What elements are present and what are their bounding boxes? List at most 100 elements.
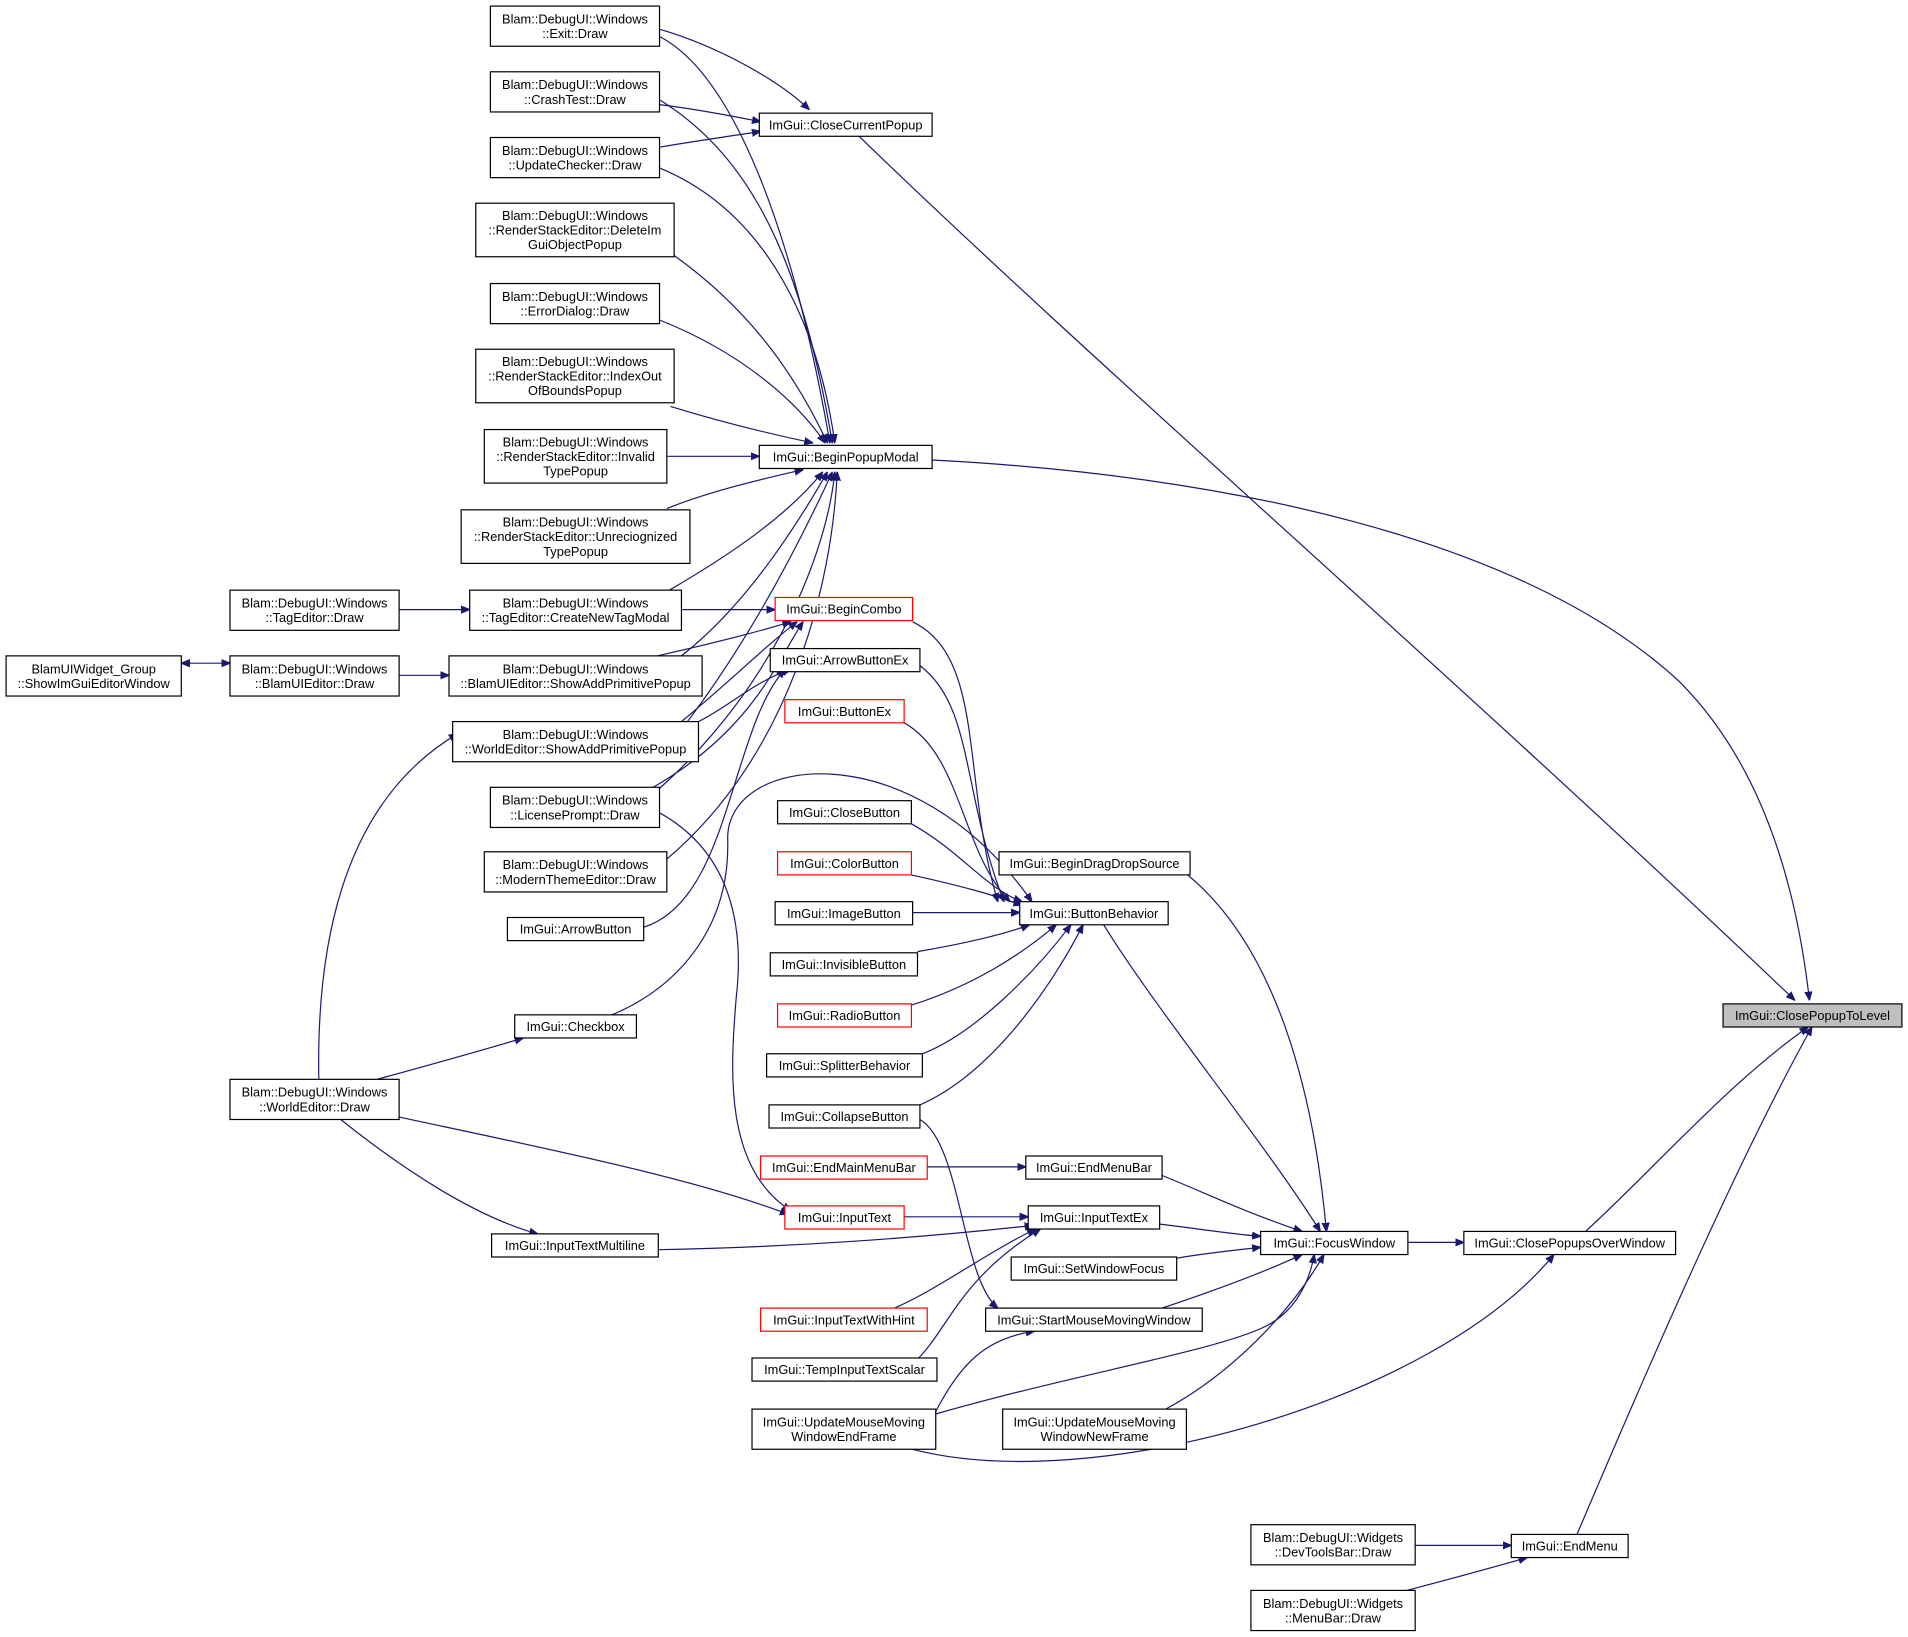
node-label-line: Blam::DebugUI::Windows [503,515,649,530]
node-label-line: ImGui::UpdateMouseMoving [763,1414,925,1429]
node-label-line: ImGui::FocusWindow [1273,1236,1395,1251]
node-beginmodal[interactable]: ImGui::BeginPopupModal [758,444,933,470]
node-label-line: ImGui::InputTextEx [1040,1210,1149,1225]
node-tagnew[interactable]: Blam::DebugUI::Windows::TagEditor::Creat… [469,589,683,631]
node-blamuiadd[interactable]: Blam::DebugUI::Windows::BlamUIEditor::Sh… [448,655,703,697]
node-box [489,71,661,113]
node-inputhint[interactable]: ImGui::InputTextWithHint [759,1307,928,1332]
node-label-line: ImGui::EndMenuBar [1036,1160,1153,1175]
node-arrowex[interactable]: ImGui::ArrowButtonEx [769,647,921,673]
node-crash[interactable]: Blam::DebugUI::Windows::CrashTest::Draw [489,71,661,113]
node-label-line: ::LicensePrompt::Draw [510,807,640,822]
node-label-line: ::ModernThemeEditor::Draw [495,872,656,887]
node-closebtn[interactable]: ImGui::CloseButton [776,800,913,825]
node-invisbtn[interactable]: ImGui::InvisibleButton [769,952,919,977]
node-license[interactable]: Blam::DebugUI::Windows::LicensePrompt::D… [489,786,661,829]
edge-worlddraw-to-inputmulti [340,1119,538,1234]
node-box [758,444,933,470]
node-box [751,1357,938,1382]
node-box [448,655,703,697]
node-btnbehavior[interactable]: ImGui::ButtonBehavior [1019,901,1169,926]
node-inputmulti[interactable]: ImGui::InputTextMultiline [491,1233,659,1258]
node-collapse[interactable]: ImGui::CollapseButton [768,1104,921,1129]
node-label-line: Blam::DebugUI::Windows [502,11,648,26]
node-startmove[interactable]: ImGui::StartMouseMovingWindow [985,1307,1203,1332]
node-imagebtn[interactable]: ImGui::ImageButton [774,901,914,926]
node-label-line: ImGui::ClosePopupsOverWindow [1474,1236,1665,1251]
node-closecur[interactable]: ImGui::CloseCurrentPopup [758,112,933,137]
node-box [489,5,661,47]
node-endmenu[interactable]: ImGui::EndMenu [1510,1533,1629,1559]
edge-update-to-beginmodal [659,167,835,443]
node-tempinput[interactable]: ImGui::TempInputTextScalar [751,1357,938,1382]
node-colorbtn[interactable]: ImGui::ColorButton [776,851,913,876]
edge-arrowbtn-to-arrowex [643,669,785,928]
node-index[interactable]: Blam::DebugUI::Windows::RenderStackEdito… [475,348,675,404]
node-update[interactable]: Blam::DebugUI::Windows::UpdateChecker::D… [489,136,661,179]
node-label-line: Blam::DebugUI::Windows [503,661,649,676]
node-buttonex[interactable]: ImGui::ButtonEx [784,699,905,724]
node-box [229,589,400,631]
node-box [766,1053,923,1078]
edge-index-to-beginmodal [670,405,813,443]
node-box [489,282,661,325]
node-label-line: ImGui::ClosePopupToLevel [1735,1008,1890,1023]
edge-setfocus-to-focus [1176,1247,1261,1259]
node-label-line: ::WorldEditor::Draw [259,1099,370,1114]
edge-endmenubar-to-focus [1161,1174,1302,1232]
node-box [776,800,913,825]
edge-begincombo-to-btnbehavior [912,621,998,902]
node-label-line: ImGui::CloseCurrentPopup [769,117,923,132]
node-tagdraw[interactable]: Blam::DebugUI::Windows::TagEditor::Draw [229,589,400,631]
node-box [514,1014,638,1039]
node-setfocus[interactable]: ImGui::SetWindowFocus [1010,1256,1178,1281]
edge-unrec-to-beginmodal [666,470,803,510]
node-invalid[interactable]: Blam::DebugUI::Windows::RenderStackEdito… [483,428,668,484]
node-devtools[interactable]: Blam::DebugUI::Widgets::DevToolsBar::Dra… [1250,1524,1416,1566]
node-group[interactable]: BlamUIWidget_Group::ShowImGuiEditorWindo… [5,655,182,697]
node-inputtext[interactable]: ImGui::InputText [784,1205,905,1230]
node-label-line: ImGui::InputText [798,1210,892,1225]
node-label-line: ImGui::EndMenu [1522,1539,1618,1554]
node-menubar[interactable]: Blam::DebugUI::Widgets::MenuBar::Draw [1250,1589,1416,1632]
node-exit[interactable]: Blam::DebugUI::Windows::Exit::Draw [489,5,661,47]
node-begincombo[interactable]: ImGui::BeginCombo [774,596,914,622]
node-error[interactable]: Blam::DebugUI::Windows::ErrorDialog::Dra… [489,282,661,325]
node-dragdrop[interactable]: ImGui::BeginDragDropSource [998,851,1191,876]
node-unrec[interactable]: Blam::DebugUI::Windows::RenderStackEdito… [460,509,691,564]
node-label-line: Blam::DebugUI::Windows [502,208,648,223]
node-worldadd[interactable]: Blam::DebugUI::Windows::WorldEditor::Sho… [452,720,700,763]
edge-collapse-to-btnbehavior [919,925,1083,1106]
edge-license-to-inputtext [659,812,791,1211]
node-box [491,1233,659,1258]
node-label-line: Blam::DebugUI::Windows [502,77,648,92]
node-worlddraw[interactable]: Blam::DebugUI::Windows::WorldEditor::Dra… [229,1078,400,1121]
node-arrowbtn[interactable]: ImGui::ArrowButton [506,916,645,942]
node-inputtextex[interactable]: ImGui::InputTextEx [1027,1205,1161,1230]
node-label-line: Blam::DebugUI::Windows [242,1085,388,1100]
node-label-line: Blam::DebugUI::Windows [503,596,649,611]
edge-exit-to-closecur [659,28,810,109]
node-label-line: ImGui::BeginCombo [786,602,901,617]
node-label-line: GuiObjectPopup [528,237,622,252]
node-blamui[interactable]: Blam::DebugUI::Windows::BlamUIEditor::Dr… [229,655,400,697]
node-label-line: ImGui::EndMainMenuBar [772,1160,916,1175]
node-splitter[interactable]: ImGui::SplitterBehavior [766,1053,923,1078]
node-delete[interactable]: Blam::DebugUI::Windows::RenderStackEdito… [475,202,675,258]
node-radiobtn[interactable]: ImGui::RadioButton [776,1003,913,1028]
node-modern[interactable]: Blam::DebugUI::Windows::ModernThemeEdito… [483,851,668,893]
node-target[interactable]: ImGui::ClosePopupToLevel [1722,1003,1903,1028]
edge-worldadd-to-begincombo [681,622,797,723]
node-endmenubar[interactable]: ImGui::EndMenuBar [1025,1155,1163,1180]
node-closeover[interactable]: ImGui::ClosePopupsOverWindow [1463,1230,1677,1256]
node-label-line: WindowEndFrame [791,1429,896,1444]
edge-inputtextex-to-focus [1159,1223,1261,1236]
node-label-line: Blam::DebugUI::Windows [502,793,648,808]
node-endmainmenu[interactable]: ImGui::EndMainMenuBar [759,1155,928,1180]
node-focus[interactable]: ImGui::FocusWindow [1260,1230,1409,1256]
node-label-line: ImGui::InputTextMultiline [505,1238,645,1253]
node-checkbox[interactable]: ImGui::Checkbox [514,1014,638,1039]
